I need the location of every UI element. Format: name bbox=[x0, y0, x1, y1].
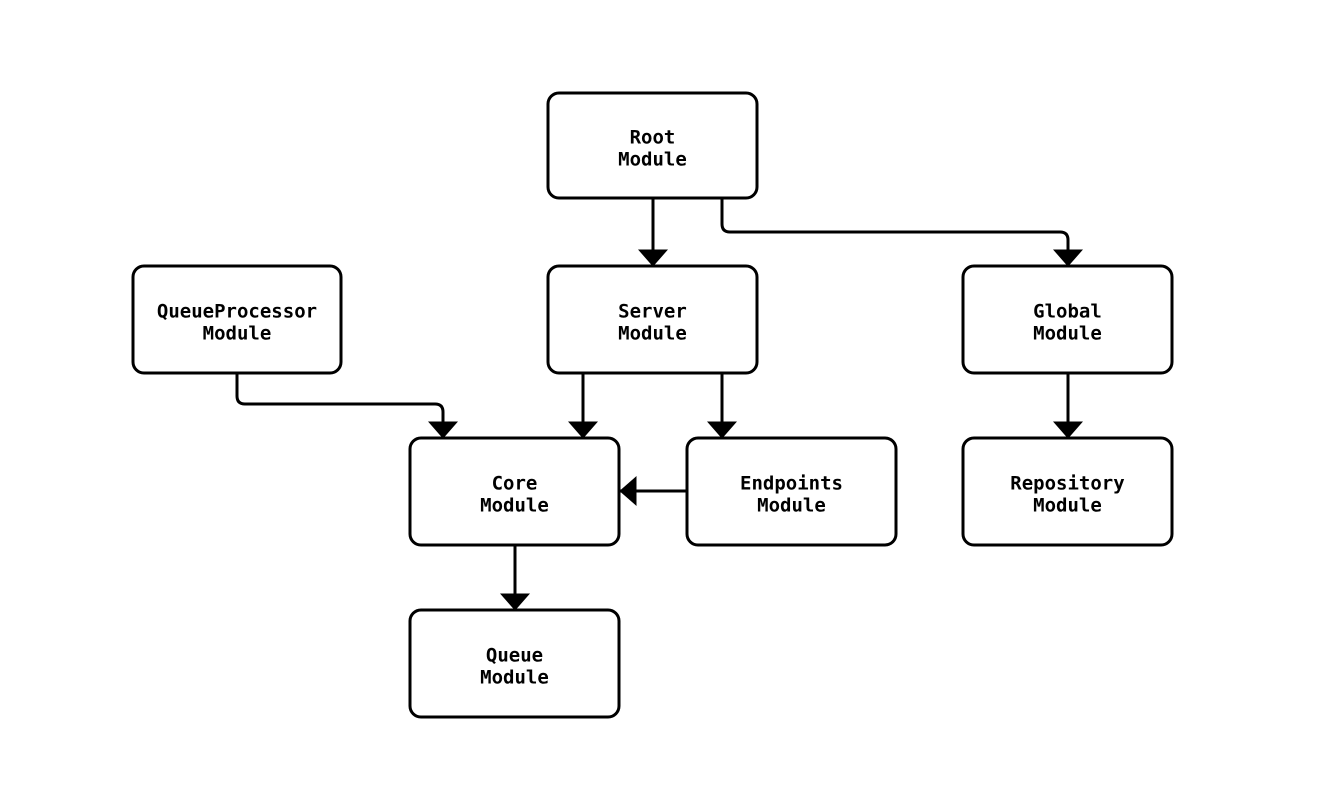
node-box-queue-module bbox=[408, 608, 621, 719]
edge-queueprocessor-module-to-core-module bbox=[235, 373, 458, 439]
edge-root-module-to-global-module bbox=[720, 198, 1083, 267]
node-box-global-module bbox=[961, 264, 1174, 375]
node-box-queueprocessor-module bbox=[131, 264, 343, 375]
node-box-root-module bbox=[546, 91, 759, 200]
node-box-server-module bbox=[546, 264, 759, 375]
node-box-endpoints-module bbox=[685, 436, 898, 547]
node-box-repository-module bbox=[961, 436, 1174, 547]
edges-layer bbox=[235, 198, 1083, 611]
node-box-core-module bbox=[408, 436, 621, 547]
